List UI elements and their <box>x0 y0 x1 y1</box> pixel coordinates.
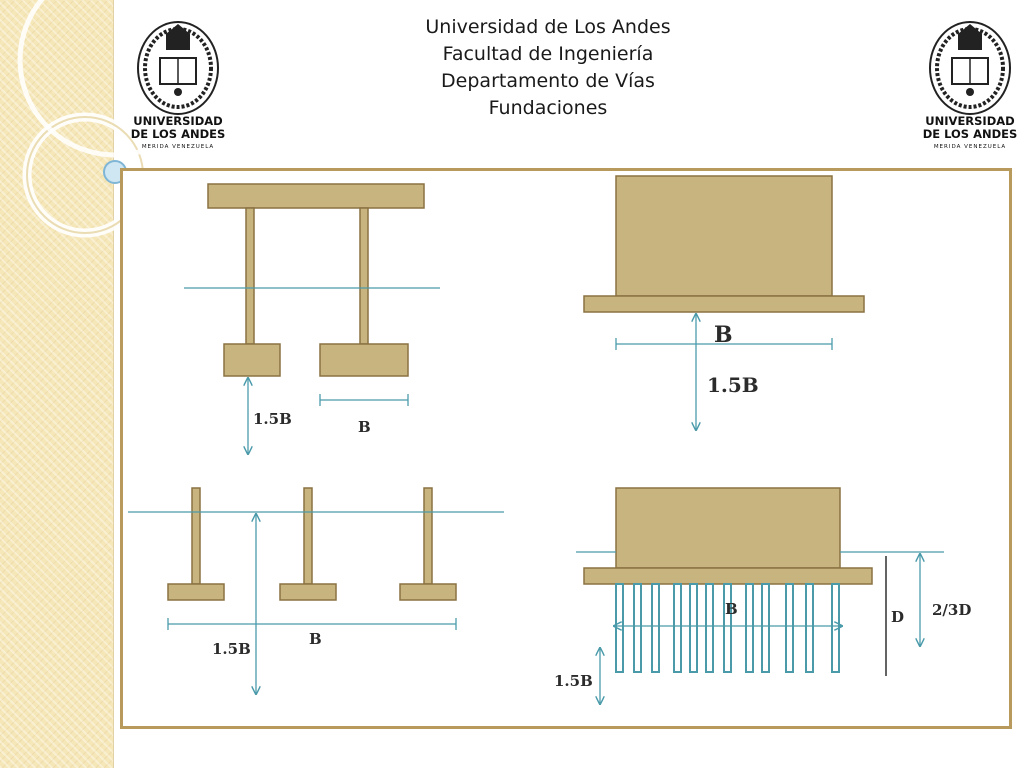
logo-name-line1: UNIVERSIDAD <box>133 114 222 128</box>
wall-2 <box>303 487 313 585</box>
logo-name-line2: DE LOS ANDES <box>923 127 1018 141</box>
pile <box>805 583 814 673</box>
column-left <box>245 207 255 345</box>
pile <box>651 583 660 673</box>
pile <box>831 583 840 673</box>
mat-slab <box>583 295 865 313</box>
logo-name-line2: DE LOS ANDES <box>131 127 226 141</box>
isolated-footings-diagram <box>207 183 425 377</box>
depth-label-4: 1.5B <box>554 672 593 690</box>
pile-length-label: D <box>891 608 904 626</box>
pile <box>633 583 642 673</box>
university-logo-right: UNIVERSIDAD DE LOS ANDES MERIDA VENEZUEL… <box>922 12 1018 152</box>
university-logo-left: UNIVERSIDAD DE LOS ANDES MERIDA VENEZUEL… <box>130 12 226 152</box>
header-department: Departamento de Vías <box>441 70 655 92</box>
pile <box>761 583 770 673</box>
wall-1 <box>191 487 201 585</box>
wall-3 <box>423 487 433 585</box>
pile-building-block <box>615 487 841 569</box>
depth-label-3: 1.5B <box>212 640 251 658</box>
width-label-4: B <box>725 600 738 618</box>
column-right <box>359 207 369 345</box>
footing-left <box>223 343 281 377</box>
strip-footing-3 <box>399 583 457 601</box>
pile <box>689 583 698 673</box>
footing-right <box>319 343 409 377</box>
logo-name-line1: UNIVERSIDAD <box>925 114 1014 128</box>
width-label-3: B <box>309 630 322 648</box>
width-label-1: B <box>358 418 371 436</box>
header-university: Universidad de Los Andes <box>425 16 671 38</box>
pile <box>723 583 732 673</box>
pile <box>705 583 714 673</box>
two-thirds-label: 2/3D <box>932 601 971 619</box>
diagram-frame <box>120 168 1012 729</box>
strip-footing-2 <box>279 583 337 601</box>
pile <box>673 583 682 673</box>
pile-group-diagram <box>583 487 873 585</box>
logo-city: MERIDA VENEZUELA <box>934 144 1006 150</box>
mat-foundation-diagram <box>583 175 865 313</box>
pile <box>745 583 754 673</box>
depth-label-2: 1.5B <box>707 373 759 397</box>
pile-cap <box>583 567 873 585</box>
header-faculty: Facultad de Ingeniería <box>442 43 654 65</box>
beam <box>207 183 425 209</box>
strip-footing-1 <box>167 583 225 601</box>
width-label-2: B <box>714 322 733 348</box>
depth-label-1: 1.5B <box>253 410 292 428</box>
piles <box>615 583 840 673</box>
strip-footings-diagram <box>167 487 457 601</box>
building-block <box>615 175 833 297</box>
pile <box>615 583 624 673</box>
pile <box>785 583 794 673</box>
logo-city: MERIDA VENEZUELA <box>142 144 214 150</box>
header-course: Fundaciones <box>488 97 608 119</box>
